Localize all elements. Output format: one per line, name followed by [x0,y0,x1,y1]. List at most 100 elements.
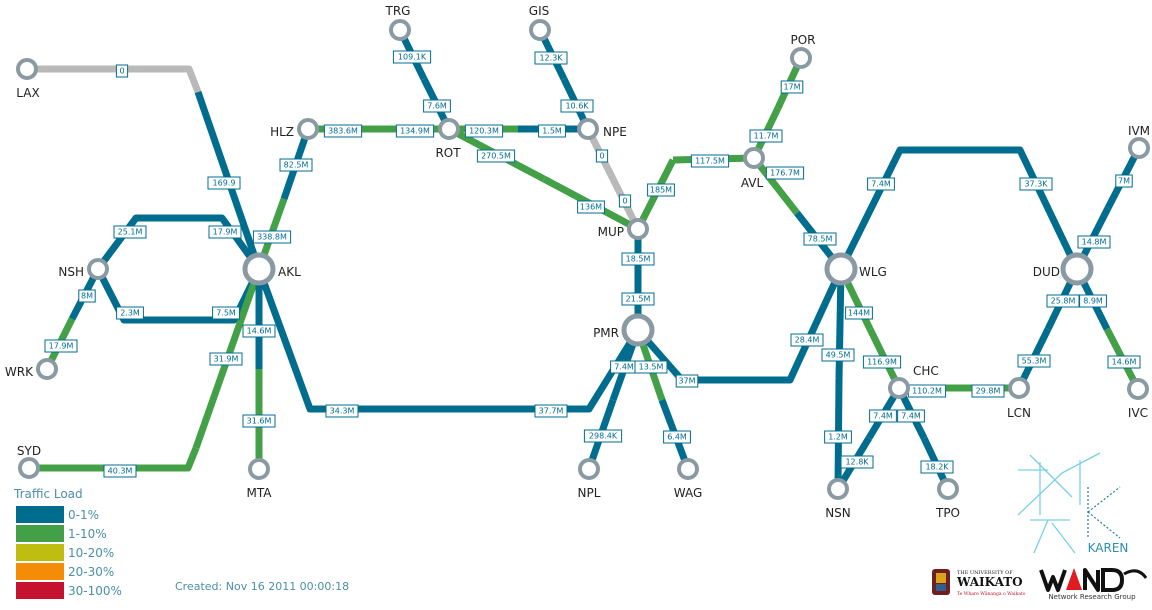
link-akl-nsh-top[interactable] [178,214,262,272]
node-lax[interactable]: LAX [16,58,40,100]
link-value-box [840,455,874,469]
link-value-box [780,80,804,94]
link-wlg-dud[interactable] [837,146,959,271]
node-npl[interactable]: NPL [578,458,601,500]
node-pmr[interactable]: PMR [593,313,655,347]
node-ring-icon[interactable] [888,377,910,399]
link-nsh-akl-top[interactable] [95,214,178,272]
node-ring-icon[interactable] [18,457,40,479]
node-ring-icon[interactable] [438,118,460,140]
link-value-box [212,306,240,320]
node-ring-icon[interactable] [16,58,38,80]
link-akl-pmr[interactable] [255,267,448,413]
node-ring-icon[interactable] [1128,137,1150,159]
link-line[interactable] [27,65,202,94]
link-line[interactable] [178,214,262,272]
node-wlg[interactable]: WLG [824,252,887,286]
node-ring-icon[interactable] [578,458,600,480]
link-line[interactable] [29,446,200,472]
node-syd[interactable]: SYD [17,444,41,479]
node-ring-icon[interactable] [87,258,109,280]
link-lax-akl-a[interactable] [27,65,202,94]
link-value: 7.4M [871,180,891,189]
link-value-box [749,129,783,143]
node-ring-icon[interactable] [577,118,599,140]
link-line[interactable] [959,146,1081,271]
node-nsn[interactable]: NSN [825,478,851,520]
node-wag[interactable]: WAG [674,458,703,500]
wand-logo[interactable]: Network Research Group [1039,568,1148,601]
link-value-box [1046,294,1080,308]
karen-logo[interactable]: KAREN [1017,452,1129,555]
karen-wordmark: KAREN [1088,541,1129,555]
link-value: 6.4M [667,433,687,442]
link-nsh-akl-bot[interactable] [94,267,178,324]
link-value-label: 31.6M [242,414,276,428]
node-label: NPE [603,125,627,139]
node-ring-icon[interactable] [677,458,699,480]
link-line[interactable] [95,214,178,272]
node-tpo[interactable]: TPO [935,478,960,520]
link-line[interactable] [835,268,845,380]
node-rot[interactable]: ROT [435,118,461,160]
node-ring-icon[interactable] [627,218,649,240]
link-line[interactable] [751,155,800,216]
link-value: 134.9M [400,127,430,136]
link-syd-akl[interactable] [29,446,200,472]
node-gis[interactable]: GIS [529,4,551,41]
link-line[interactable] [448,328,641,413]
node-dud[interactable]: DUD [1033,252,1094,286]
node-ring-icon[interactable] [36,358,58,380]
node-ivm[interactable]: IVM [1128,124,1150,159]
link-wlg-nsn[interactable] [835,268,845,380]
node-ring-icon[interactable] [824,252,858,286]
link-value-label: 0 [595,149,609,163]
node-ring-icon[interactable] [1060,252,1094,286]
node-hlz[interactable]: HLZ [270,118,319,140]
link-value: 8M [81,292,93,301]
node-wrk[interactable]: WRK [5,358,58,380]
link-wlg-pmr[interactable] [746,267,845,384]
node-ivc[interactable]: IVC [1127,378,1149,420]
node-npe[interactable]: NPE [577,118,627,140]
waikato-logo[interactable]: THE UNIVERSITY OF WAIKATO Te Whare Wānan… [932,569,1026,597]
node-ring-icon[interactable] [297,118,319,140]
link-value-box [1017,354,1051,368]
link-dud-wlg[interactable] [959,146,1081,271]
node-chc[interactable]: CHC [888,364,939,399]
node-ring-icon[interactable] [1008,377,1030,399]
link-value-box [476,149,516,163]
node-avl[interactable]: AVL [741,147,765,190]
node-mup[interactable]: MUP [598,218,649,240]
node-por[interactable]: POR [790,33,816,69]
node-trg[interactable]: TRG [385,4,411,41]
node-ring-icon[interactable] [790,47,812,69]
node-ring-icon[interactable] [242,252,276,286]
link-value: 383.6M [328,127,358,136]
link-value-box [538,124,566,138]
node-ring-icon[interactable] [743,147,765,169]
node-ring-icon[interactable] [827,478,849,500]
link-line[interactable] [837,146,959,271]
link-avl-wlg[interactable] [751,155,800,216]
link-line[interactable] [255,267,448,413]
link-value: 14.6M [1112,358,1137,367]
link-value-label: 17M [780,80,804,94]
node-label: MUP [598,225,624,239]
link-value-box [115,64,129,78]
link-line[interactable] [94,267,178,324]
node-ring-icon[interactable] [248,458,270,480]
node-nsh[interactable]: NSH [58,258,109,280]
node-mta[interactable]: MTA [247,458,273,500]
node-ring-icon[interactable] [621,313,655,347]
node-lcn[interactable]: LCN [1007,377,1031,420]
node-ring-icon[interactable] [937,478,959,500]
node-ring-icon[interactable] [529,19,551,41]
node-ring-icon[interactable] [1127,378,1149,400]
link-value-label: 120.3M [464,124,504,138]
node-ring-icon[interactable] [389,19,411,41]
link-line[interactable] [746,267,845,384]
node-akl[interactable]: AKL [242,252,301,286]
node-label: LCN [1007,406,1031,420]
link-pmr-akl[interactable] [448,328,641,413]
